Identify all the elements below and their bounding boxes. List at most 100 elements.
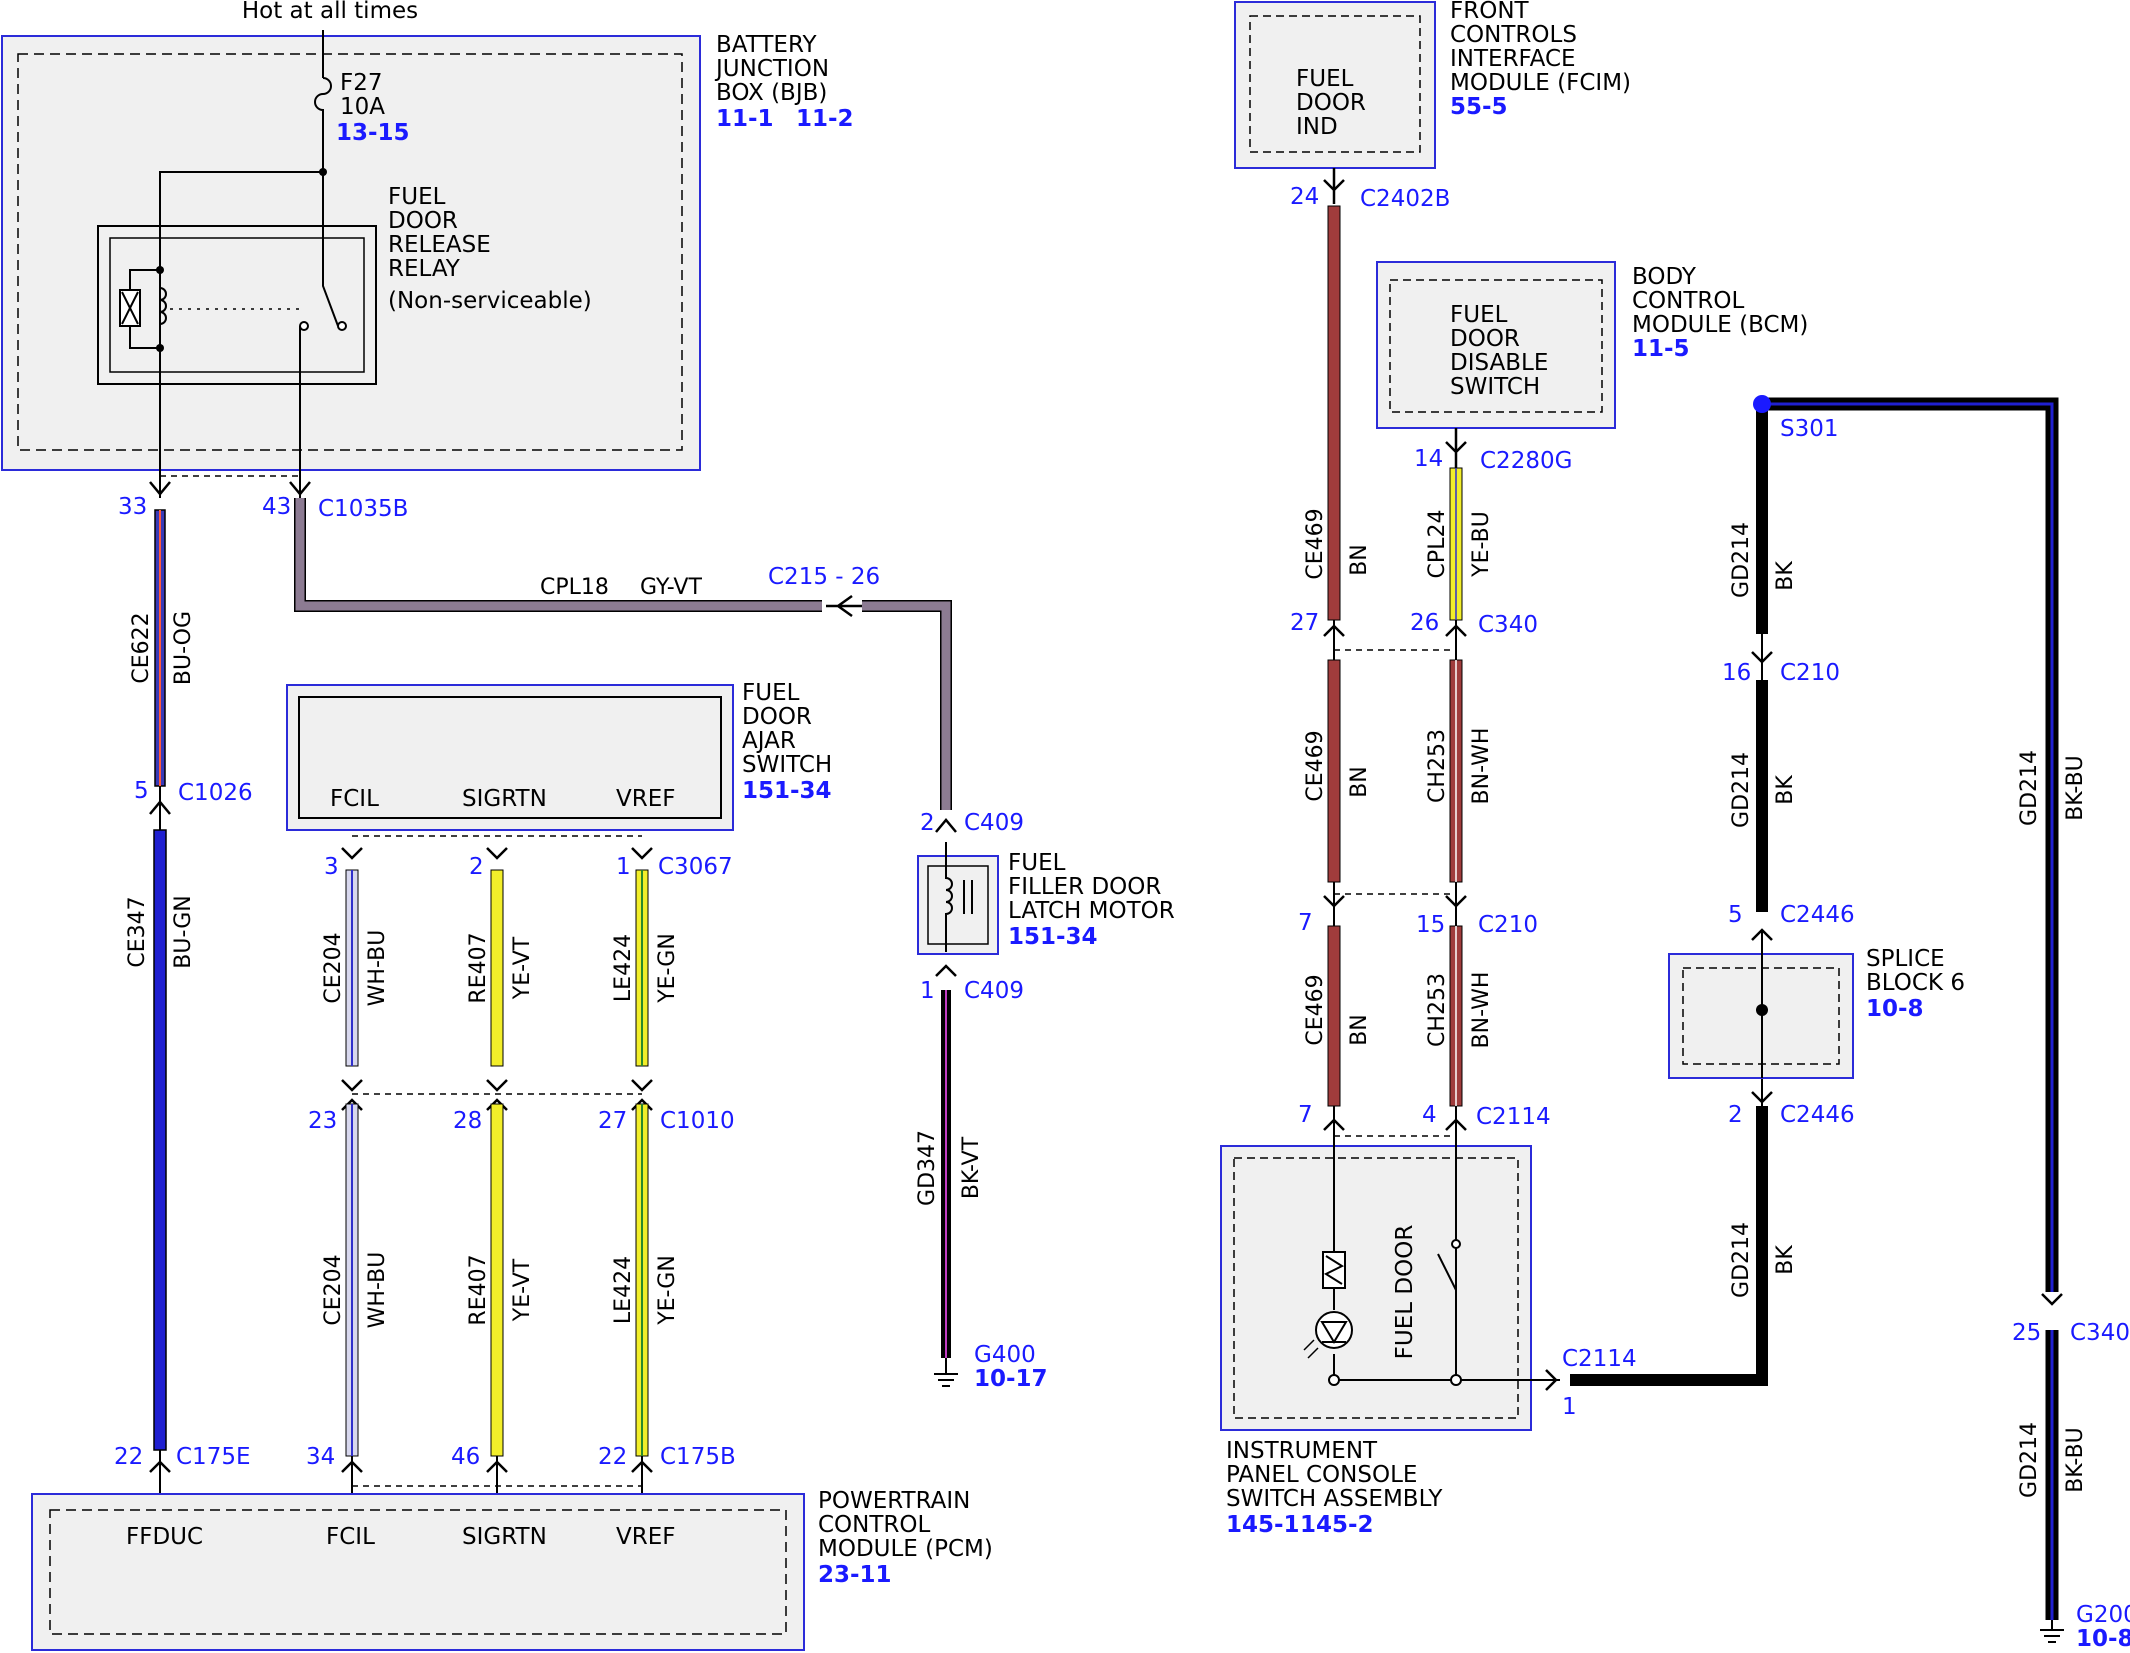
c210-right-pin: 16 xyxy=(1722,660,1751,686)
c340-mid-pin-26: 26 xyxy=(1410,610,1439,636)
bcm-ref[interactable]: 11-5 xyxy=(1632,336,1690,362)
fcim-ref[interactable]: 55-5 xyxy=(1450,94,1508,120)
console-outer-box xyxy=(1220,1145,1532,1431)
le424-lower-circuit: LE424 xyxy=(611,1256,636,1324)
fcim-outer-box xyxy=(1234,1,1436,169)
c210-mid-pin-7: 7 xyxy=(1298,910,1313,936)
pcm-title-line1: POWERTRAIN xyxy=(818,1488,970,1514)
fcim-title-line4: MODULE (FCIM) xyxy=(1450,70,1631,96)
ajar-pin-sigrtn: SIGRTN xyxy=(462,786,547,812)
ce469-middle-color: BN xyxy=(1347,766,1372,798)
c215-label: C215 - 26 xyxy=(768,564,880,590)
bjb-inner-dashed xyxy=(17,53,683,451)
c340-mid-pin-27: 27 xyxy=(1290,610,1319,636)
c2446-top-pin: 5 xyxy=(1728,902,1743,928)
ajar-ref[interactable]: 151-34 xyxy=(742,778,832,804)
c2114-top-pin-4: 4 xyxy=(1422,1102,1437,1128)
c2402b-pin: 24 xyxy=(1290,184,1319,210)
ch253-middle-circuit: CH253 xyxy=(1425,729,1450,803)
fcim-title-line3: INTERFACE xyxy=(1450,46,1576,72)
c409-bottom-pin: 1 xyxy=(920,978,935,1004)
c1026-pin: 5 xyxy=(134,778,149,804)
console-inner-label: FUEL DOOR xyxy=(1392,1225,1418,1360)
pcm-pin-vref: VREF xyxy=(616,1524,675,1550)
latch-title-line1: FUEL xyxy=(1008,850,1066,876)
c175e-name: C175E xyxy=(176,1444,251,1470)
gd214-b-color: BK xyxy=(1773,775,1798,805)
bcm-outer-box xyxy=(1376,261,1616,429)
relay-title-line2: DOOR xyxy=(388,208,458,234)
ch253-middle-color: BN-WH xyxy=(1469,728,1494,805)
c3067-pin-2: 2 xyxy=(469,854,484,880)
c2114-top-pin-7: 7 xyxy=(1298,1102,1313,1128)
connector-arrow-icon xyxy=(826,594,862,618)
bjb-ref-1[interactable]: 11-1 xyxy=(716,106,774,132)
console-terminal-icon xyxy=(1328,1374,1340,1386)
splice-title-line2: BLOCK 6 xyxy=(1866,970,1965,996)
latch-ref[interactable]: 151-34 xyxy=(1008,924,1098,950)
c2402b-name: C2402B xyxy=(1360,186,1450,212)
pcm-outer-box xyxy=(31,1493,805,1651)
c409-top-pin: 2 xyxy=(920,810,935,836)
connector-arrow-icon xyxy=(149,481,311,496)
ch253-lower-color: BN-WH xyxy=(1469,972,1494,1049)
bjb-title-line3: BOX (BJB) xyxy=(716,80,827,106)
ce347-color: BU-GN xyxy=(171,895,196,968)
ajar-title-line2: DOOR xyxy=(742,704,812,730)
bcm-title-line3: MODULE (BCM) xyxy=(1632,312,1808,338)
gd214-d-color: BK-BU xyxy=(2063,755,2088,821)
bcm-inner-line1: FUEL xyxy=(1450,302,1508,328)
c210-mid-pin-15: 15 xyxy=(1416,912,1445,938)
fcim-inner-dashed xyxy=(1249,15,1421,153)
c2114-side-name: C2114 xyxy=(1562,1346,1637,1372)
g200-ref[interactable]: 10-8 xyxy=(2076,1626,2130,1652)
pcm-ref[interactable]: 23-11 xyxy=(818,1562,892,1588)
c175-links xyxy=(159,1450,643,1496)
splice-ref[interactable]: 10-8 xyxy=(1866,996,1924,1022)
g400-ref[interactable]: 10-17 xyxy=(974,1366,1048,1392)
re407-lower-circuit: RE407 xyxy=(466,1254,491,1325)
light-rays-icon xyxy=(1303,1339,1319,1359)
wire-gd214-b xyxy=(1756,680,1768,912)
console-ref-2[interactable]: 145-2 xyxy=(1300,1512,1374,1538)
c340-right-name: C340 xyxy=(2070,1320,2130,1346)
le424-lower-color: YE-GN xyxy=(655,1255,680,1326)
re407-upper-color: YE-VT xyxy=(510,936,535,1000)
bcm-inner-line3: DISABLE xyxy=(1450,350,1548,376)
c175b-pin-22: 22 xyxy=(598,1444,627,1470)
ce469-upper-color: BN xyxy=(1347,544,1372,576)
ce204-lower-color: WH-BU xyxy=(365,1252,390,1329)
fuse-ref[interactable]: 13-15 xyxy=(336,120,410,146)
ce622-color: BU-OG xyxy=(171,611,196,685)
relay-contact-icon xyxy=(337,321,347,331)
connector-arrow-icon xyxy=(341,1079,653,1092)
ce469-upper-circuit: CE469 xyxy=(1303,508,1328,579)
console-ref-1[interactable]: 145-1 xyxy=(1226,1512,1300,1538)
solenoid-icon xyxy=(945,842,973,952)
diode-symbol-icon xyxy=(1320,1321,1348,1344)
ce469-lower-circuit: CE469 xyxy=(1303,974,1328,1045)
wire-ce469-middle xyxy=(1327,659,1341,883)
c210-right-name: C210 xyxy=(1780,660,1840,686)
c1035b-name: C1035B xyxy=(318,496,408,522)
fcim-inner-line1: FUEL xyxy=(1296,66,1354,92)
bcm-title-line2: CONTROL xyxy=(1632,288,1745,314)
c1026-name: C1026 xyxy=(178,780,253,806)
resistor-zigzag-icon xyxy=(1323,1255,1345,1285)
connector-arrow-icon xyxy=(935,964,957,977)
c1010-name: C1010 xyxy=(660,1108,735,1134)
le424-upper-circuit: LE424 xyxy=(611,934,636,1002)
relay-title-line1: FUEL xyxy=(388,184,446,210)
console-title-line2: PANEL CONSOLE xyxy=(1226,1462,1417,1488)
relay-contact-icon xyxy=(299,321,309,331)
fcim-inner-line3: IND xyxy=(1296,114,1338,140)
gd347-color: BK-VT xyxy=(959,1136,984,1199)
c2280g-pin: 14 xyxy=(1414,446,1443,472)
bcm-inner-dashed xyxy=(1389,279,1603,413)
junction-dot xyxy=(156,266,164,274)
wire-gd214-d-stripe xyxy=(1762,402,2054,1292)
c340-mid-name: C340 xyxy=(1478,612,1538,638)
gd214-e-circuit: GD214 xyxy=(2017,1422,2042,1498)
bjb-ref-2[interactable]: 11-2 xyxy=(796,106,854,132)
